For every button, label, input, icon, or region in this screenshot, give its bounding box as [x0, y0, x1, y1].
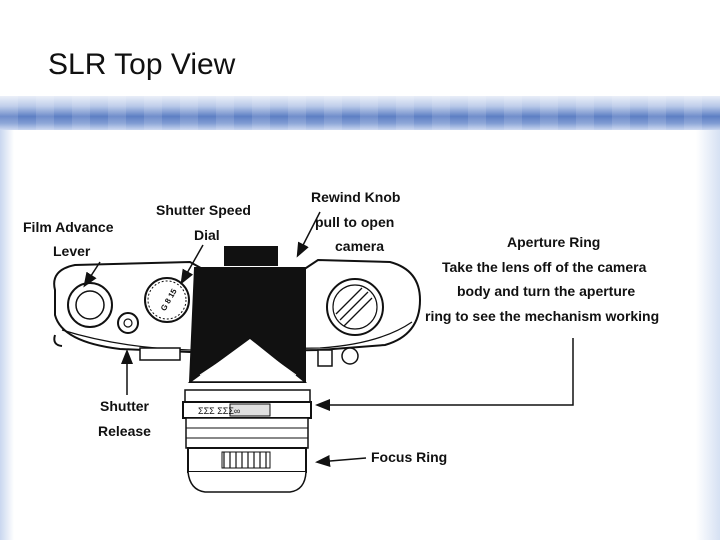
label-aperture-2: Take the lens off of the camera — [442, 259, 647, 275]
left-edge-gradient — [0, 130, 14, 540]
slide-title: SLR Top View — [48, 48, 236, 81]
label-film-advance-2: Lever — [53, 243, 91, 259]
label-shutter-speed-2: Dial — [194, 227, 220, 243]
label-shutter-release-2: Release — [98, 423, 151, 439]
label-rewind-2: pull to open — [315, 214, 394, 230]
label-aperture-4: ring to see the mechanism working — [425, 308, 659, 324]
label-aperture-3: body and turn the aperture — [457, 283, 635, 299]
label-rewind-1: Rewind Knob — [311, 189, 400, 205]
leader-film-advance — [83, 261, 101, 288]
leader-rewind — [296, 211, 321, 258]
camera-body-lower-edge — [61, 321, 413, 351]
right-edge-gradient — [696, 130, 720, 540]
lens-engraving: ΣΣΣ ΣΣΣ∞ — [198, 406, 240, 416]
label-aperture-1: Aperture Ring — [507, 234, 600, 250]
rewind-knob — [326, 278, 384, 336]
shutter-speed-dial: G 8 15 — [144, 277, 190, 323]
label-shutter-release-1: Shutter — [100, 398, 150, 414]
pentaprism-housing — [187, 267, 308, 383]
film-advance-lever — [53, 282, 113, 347]
leader-shutter-speed — [180, 244, 204, 285]
label-film-advance-1: Film Advance — [23, 219, 114, 235]
lens-assembly: ΣΣΣ ΣΣΣ∞ — [182, 389, 312, 493]
label-focus-ring: Focus Ring — [371, 449, 447, 465]
title-band — [0, 96, 720, 130]
leader-aperture — [315, 338, 574, 411]
hot-shoe — [224, 246, 278, 266]
label-shutter-speed-1: Shutter Speed — [156, 202, 251, 218]
leader-focus-ring — [315, 455, 367, 467]
label-rewind-3: camera — [335, 238, 384, 254]
